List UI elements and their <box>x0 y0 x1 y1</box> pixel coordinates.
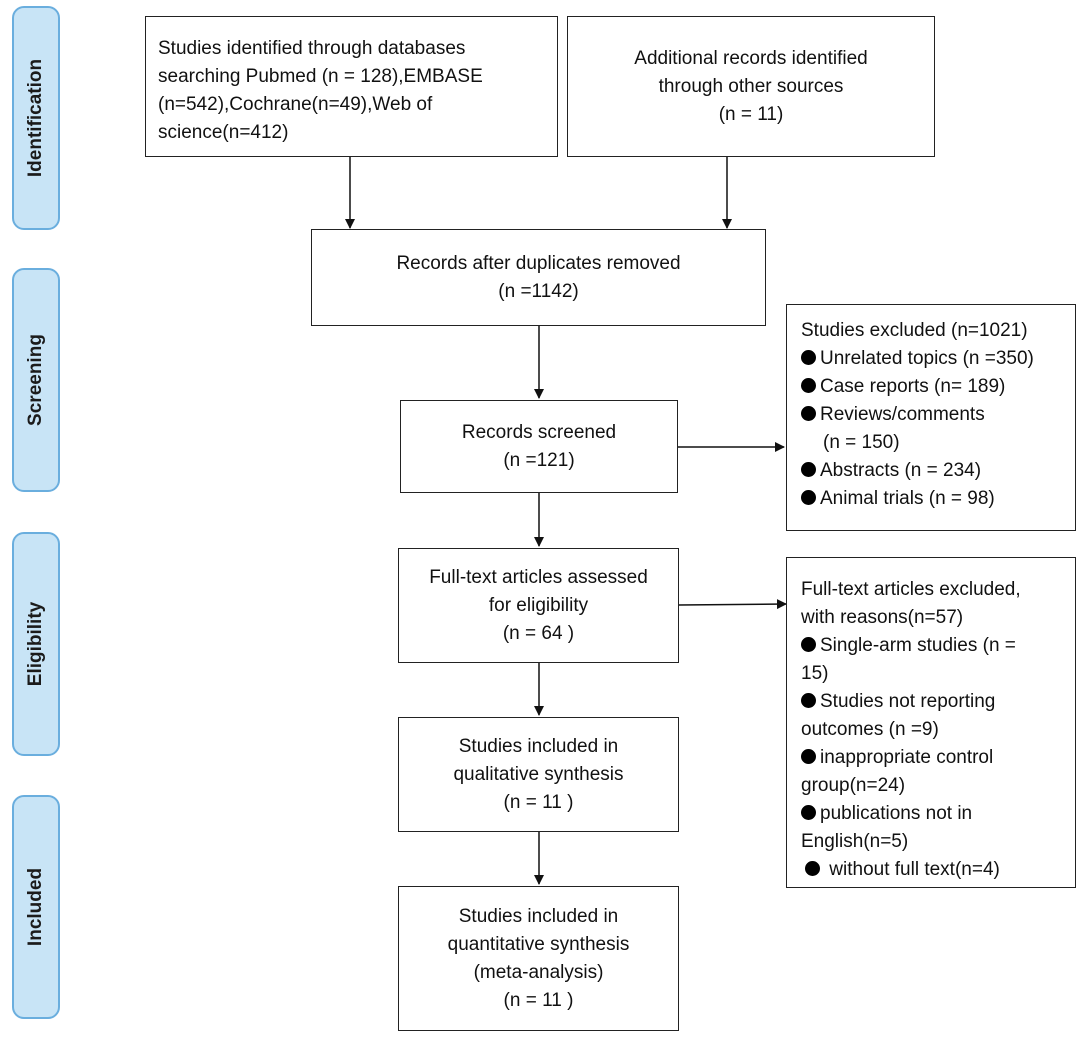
fulltext-assessed-count: (n = 64 ) <box>502 622 575 644</box>
other-sources-line-2: through other sources <box>658 75 844 97</box>
phase-identification: Identification <box>12 6 60 230</box>
quantitative-synthesis-box: Studies included in quantitative synthes… <box>398 886 679 1031</box>
other-sources-line-1: Additional records identified <box>634 47 868 69</box>
bullet-icon <box>801 490 816 505</box>
fulltext-assessed-line-1: Full-text articles assessed <box>429 566 648 588</box>
other-sources-box: Additional records identified through ot… <box>567 16 935 157</box>
fulltext-assessed-line-2: for eligibility <box>488 594 589 616</box>
fulltext-excluded-item: inappropriate control <box>801 744 1065 772</box>
fulltext-assessed-box: Full-text articles assessed for eligibil… <box>398 548 679 663</box>
databases-line-2: searching Pubmed (n = 128),EMBASE <box>158 66 483 87</box>
records-screened-box: Records screened (n =121) <box>400 400 678 493</box>
fulltext-excluded-title-1: Full-text articles excluded, <box>801 579 1021 600</box>
bullet-icon <box>801 462 816 477</box>
fulltext-excluded-item: without full text(n=4) <box>801 856 1065 884</box>
bullet-icon <box>801 378 816 393</box>
phase-eligibility: Eligibility <box>12 532 60 756</box>
bullet-icon <box>801 805 816 820</box>
fulltext-excluded-item: Studies not reporting <box>801 688 1065 716</box>
studies-excluded-box: Studies excluded (n=1021) Unrelated topi… <box>786 304 1076 531</box>
records-screened-count: (n =121) <box>503 449 575 471</box>
fulltext-excluded-item-continued: 15) <box>801 663 829 684</box>
excluded-item: Unrelated topics (n =350) <box>801 345 1065 373</box>
bullet-icon <box>801 637 816 652</box>
fulltext-excluded-item-continued: English(n=5) <box>801 831 909 852</box>
fulltext-excluded-item: publications not in <box>801 800 1065 828</box>
bullet-icon <box>801 350 816 365</box>
databases-box: Studies identified through databases sea… <box>145 16 558 157</box>
excluded-item: Case reports (n= 189) <box>801 373 1065 401</box>
qualitative-line-2: qualitative synthesis <box>453 763 624 785</box>
quantitative-count: (n = 11 ) <box>503 989 574 1011</box>
fulltext-excluded-box: Full-text articles excluded, with reason… <box>786 557 1076 888</box>
excluded-item-continued: (n = 150) <box>823 432 900 453</box>
other-sources-line-3: (n = 11) <box>718 103 784 125</box>
bullet-icon <box>801 406 816 421</box>
qualitative-line-1: Studies included in <box>458 735 619 757</box>
duplicates-removed-label: Records after duplicates removed <box>396 252 681 274</box>
bullet-icon <box>801 749 816 764</box>
studies-excluded-title: Studies excluded (n=1021) <box>801 320 1028 341</box>
arrow-fulltext-to-excluded <box>678 599 787 610</box>
quantitative-line-1: Studies included in <box>458 905 619 927</box>
fulltext-excluded-item-continued: group(n=24) <box>801 775 906 796</box>
phase-included: Included <box>12 795 60 1019</box>
qualitative-count: (n = 11 ) <box>503 791 574 813</box>
bullet-icon <box>805 861 820 876</box>
fulltext-excluded-item-continued: outcomes (n =9) <box>801 719 939 740</box>
excluded-item: Reviews/comments <box>801 401 1065 429</box>
databases-line-4: science(n=412) <box>158 122 289 143</box>
qualitative-synthesis-box: Studies included in qualitative synthesi… <box>398 717 679 832</box>
duplicates-removed-count: (n =1142) <box>498 280 579 302</box>
phase-screening: Screening <box>12 268 60 492</box>
duplicates-removed-box: Records after duplicates removed (n =114… <box>311 229 766 326</box>
fulltext-excluded-title-2: with reasons(n=57) <box>801 607 964 628</box>
databases-line-1: Studies identified through databases <box>158 38 466 59</box>
excluded-item: Abstracts (n = 234) <box>801 457 1065 485</box>
quantitative-line-3: (meta-analysis) <box>473 961 604 983</box>
quantitative-line-2: quantitative synthesis <box>447 933 630 955</box>
databases-line-3: (n=542),Cochrane(n=49),Web of <box>158 94 433 115</box>
bullet-icon <box>801 693 816 708</box>
excluded-item: Animal trials (n = 98) <box>801 485 1065 513</box>
fulltext-excluded-item: Single-arm studies (n = <box>801 632 1065 660</box>
records-screened-label: Records screened <box>461 421 617 443</box>
